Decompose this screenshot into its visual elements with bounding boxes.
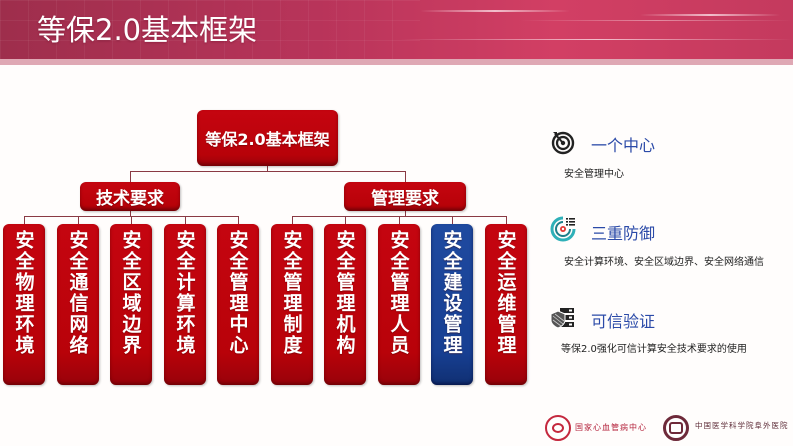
logo-ncc-text: 国家心血管病中心 xyxy=(575,423,647,432)
leaf-label: 安全运维管理 xyxy=(494,230,517,356)
header-streak xyxy=(520,20,793,21)
connector-line xyxy=(130,171,405,172)
connector-line xyxy=(405,171,406,182)
connector-line xyxy=(238,216,239,224)
connector-line xyxy=(24,216,25,224)
heart-icon xyxy=(552,423,564,433)
leaf-label: 安全管理中心 xyxy=(226,230,249,356)
leaf-label: 安全物理环境 xyxy=(12,230,35,356)
branch-label: 管理要求 xyxy=(371,189,439,209)
header-streak xyxy=(640,14,780,16)
sidebar-item-desc: 安全管理中心 xyxy=(564,169,624,180)
connector-line xyxy=(131,216,132,224)
header-streak xyxy=(420,10,570,12)
target-icon xyxy=(551,131,575,155)
sidebar-item-title: 一个中心 xyxy=(591,136,656,155)
root-node: 等保2.0基本框架 xyxy=(197,110,338,166)
connector-line xyxy=(130,171,131,182)
leaf-label: 安全管理人员 xyxy=(387,230,410,356)
connector-line xyxy=(78,216,79,224)
leaf-label: 安全通信网络 xyxy=(66,230,89,356)
leaf-node-physical-environment: 安全物理环境 xyxy=(3,224,45,385)
sidebar-item-desc: 安全计算环境、安全区域边界、安全网络通信 xyxy=(564,257,764,268)
root-node-label: 等保2.0基本框架 xyxy=(205,130,330,149)
logo-fuwai-text: 中国医学科学院阜外医院 xyxy=(695,421,789,430)
leaf-node-management-organization: 安全管理机构 xyxy=(324,224,366,385)
leaf-label: 安全区域边界 xyxy=(119,230,142,356)
header-streak xyxy=(400,39,793,40)
radar-icon xyxy=(550,216,576,242)
connector-line xyxy=(185,216,186,224)
leaf-label: 安全计算环境 xyxy=(173,230,196,356)
leaf-node-construction-management: 安全建设管理 xyxy=(431,224,473,385)
sidebar-item-title: 三重防御 xyxy=(591,224,656,243)
branch-label: 技术要求 xyxy=(96,189,164,209)
sidebar-item-desc: 等保2.0强化可信计算安全技术要求的使用 xyxy=(561,344,747,355)
leaf-node-area-boundary: 安全区域边界 xyxy=(110,224,152,385)
leaf-node-management-personnel: 安全管理人员 xyxy=(378,224,420,385)
connector-line xyxy=(452,216,453,224)
leaf-label: 安全管理制度 xyxy=(280,230,303,356)
branch-node-management: 管理要求 xyxy=(344,182,466,211)
page-title: 等保2.0基本框架 xyxy=(37,13,258,47)
branch-node-technical: 技术要求 xyxy=(80,182,180,211)
leaf-node-operations-management: 安全运维管理 xyxy=(485,224,527,385)
connector-line xyxy=(130,211,131,217)
header-banner: 等保2.0基本框架 xyxy=(0,0,793,59)
fj-mark-icon xyxy=(669,422,683,434)
leaf-node-communication-network: 安全通信网络 xyxy=(57,224,99,385)
leaf-node-management-center: 安全管理中心 xyxy=(217,224,259,385)
leaf-label: 安全管理机构 xyxy=(333,230,356,356)
logo-fuwai-emblem xyxy=(663,415,689,441)
connector-line xyxy=(399,216,400,224)
server-shield-icon xyxy=(550,308,574,329)
connector-line xyxy=(292,216,293,224)
leaf-node-management-system: 安全管理制度 xyxy=(271,224,313,385)
header-grid-decoration xyxy=(0,0,420,59)
connector-line xyxy=(506,216,507,224)
connector-line xyxy=(405,211,406,217)
connector-line xyxy=(345,216,346,224)
logo-ncc-emblem xyxy=(545,415,571,441)
sidebar-item-title: 可信验证 xyxy=(591,312,656,331)
footer-logos: 国家心血管病中心 中国医学科学院阜外医院 xyxy=(545,410,793,444)
connector-line xyxy=(267,166,268,171)
leaf-node-computing-environment: 安全计算环境 xyxy=(164,224,206,385)
header-divider xyxy=(0,59,793,65)
leaf-label: 安全建设管理 xyxy=(440,230,463,356)
